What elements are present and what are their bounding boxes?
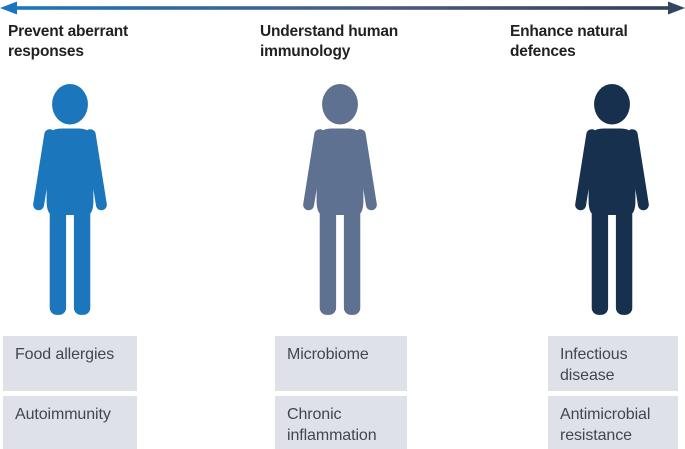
- topic-box-antimicrobial-resistance: Antimicrobial resistance: [548, 396, 678, 449]
- person-silhouette: [32, 84, 108, 315]
- arrow-right-tip-icon: [668, 1, 685, 15]
- arrow-left-tip-icon: [0, 1, 17, 15]
- person-icon: [32, 84, 108, 315]
- column-title-enhance-natural-defences: Enhance natural defences: [510, 23, 628, 60]
- person-icon: [574, 84, 650, 315]
- person-silhouette: [574, 84, 650, 315]
- spectrum-arrow: [0, 1, 685, 15]
- column-title-understand-human-immunology: Understand human immunology: [260, 23, 399, 60]
- topic-box-infectious-disease: Infectious disease: [548, 336, 678, 391]
- person-silhouette: [302, 84, 378, 315]
- topic-box-microbiome: Microbiome: [275, 336, 407, 391]
- topic-box-autoimmunity: Autoimmunity: [3, 396, 137, 449]
- arrow-shaft: [10, 6, 675, 10]
- person-icon: [302, 84, 378, 315]
- topic-box-chronic-inflammation: Chronic inflammation: [275, 396, 407, 449]
- topic-box-food-allergies: Food allergies: [3, 336, 137, 391]
- column-title-prevent-aberrant-responses: Prevent aberrant responses: [8, 23, 128, 60]
